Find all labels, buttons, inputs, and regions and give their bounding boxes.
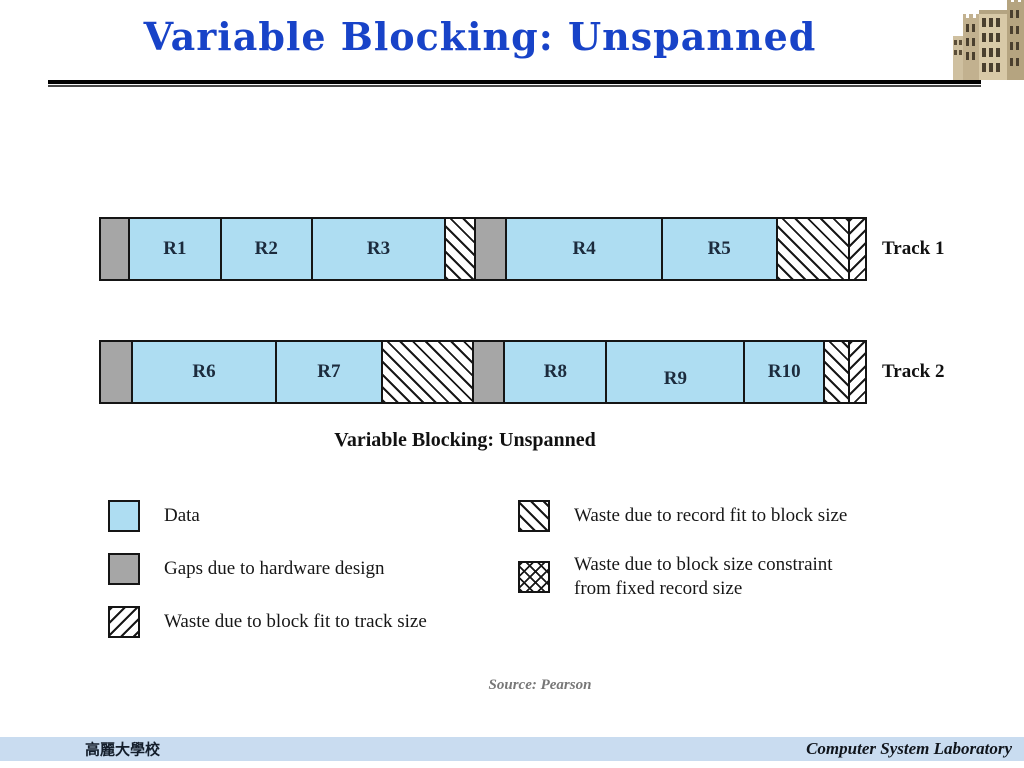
record-label: R8 (543, 361, 567, 382)
record-block-r4: R4 (507, 219, 663, 279)
legend-swatch-data-icon (108, 500, 140, 532)
slide-title: Variable Blocking: Unspanned (143, 14, 817, 59)
record_fit-block (446, 219, 477, 279)
legend-label: Waste due to record fit to block size (574, 505, 848, 526)
gap-block (101, 219, 131, 279)
gap-block (476, 219, 508, 279)
record-label: R7 (317, 361, 341, 382)
record-block-r6: R6 (133, 342, 277, 402)
university-name-cjk: 高麗大學校 (85, 742, 161, 759)
record-block-r2: R2 (221, 219, 313, 279)
lab-name: Computer System Laboratory (806, 739, 1012, 758)
record-block-r5: R5 (662, 219, 778, 279)
record_fit-block (825, 342, 851, 402)
track-1-label: Track 1 (882, 238, 945, 259)
legend-swatch-track_fit-icon (108, 606, 140, 638)
gap-block (101, 342, 134, 402)
track-1-row: R1 R2 R3 R4 R5 Track 1 (99, 217, 944, 281)
university-building-photo (953, 0, 1024, 80)
track-2-label: Track 2 (882, 361, 945, 382)
record_fit-block (382, 342, 475, 402)
title-divider (48, 80, 981, 87)
legend-label: Waste due to block fit to track size (164, 611, 427, 632)
track-2-bar: R6 R7 R8 R9 R10 (99, 340, 867, 404)
track_fit-block (850, 342, 865, 402)
track_fit-block (850, 219, 865, 279)
record-block-r9: R9 (607, 342, 746, 402)
legend-item: Data (108, 500, 427, 532)
track-2-row: R6 R7 R8 R9 R10 Track 2 (99, 340, 944, 404)
legend-swatch-gap-icon (108, 553, 140, 585)
record-label: R1 (163, 238, 187, 259)
record-block-r7: R7 (276, 342, 383, 402)
legend-item: Waste due to block size constraint from … (518, 553, 847, 601)
record-label: R4 (572, 238, 596, 259)
record-block-r3: R3 (312, 219, 447, 279)
legend-label: Waste due to block size constraint from … (574, 554, 833, 599)
source-credit: Source: Pearson (488, 677, 592, 693)
record-block-r10: R10 (745, 342, 826, 402)
record-block-r8: R8 (505, 342, 608, 402)
figure-caption: Variable Blocking: Unspanned (334, 429, 596, 451)
record-label: R5 (707, 238, 731, 259)
legend-label: Gaps due to hardware design (164, 558, 385, 579)
gap-block (474, 342, 506, 402)
track-1-bar: R1 R2 R3 R4 R5 (99, 217, 867, 281)
legend-item: Gaps due to hardware design (108, 553, 427, 585)
record-label: R3 (366, 238, 391, 259)
legend-item: Waste due to record fit to block size (518, 500, 847, 532)
legend-label: Data (164, 505, 200, 526)
record_fit-block (777, 219, 851, 279)
footer-bar: 高麗大學校 Computer System Laboratory (0, 737, 1024, 761)
legend-item: Waste due to block fit to track size (108, 606, 427, 638)
legend-swatch-constraint-icon (518, 561, 550, 593)
record-block-r1: R1 (130, 219, 222, 279)
record-label: R2 (254, 238, 278, 259)
record-label: R9 (663, 368, 688, 389)
record-label: R6 (192, 361, 216, 382)
record-label: R10 (767, 361, 801, 382)
legend-swatch-record_fit-icon (518, 500, 550, 532)
